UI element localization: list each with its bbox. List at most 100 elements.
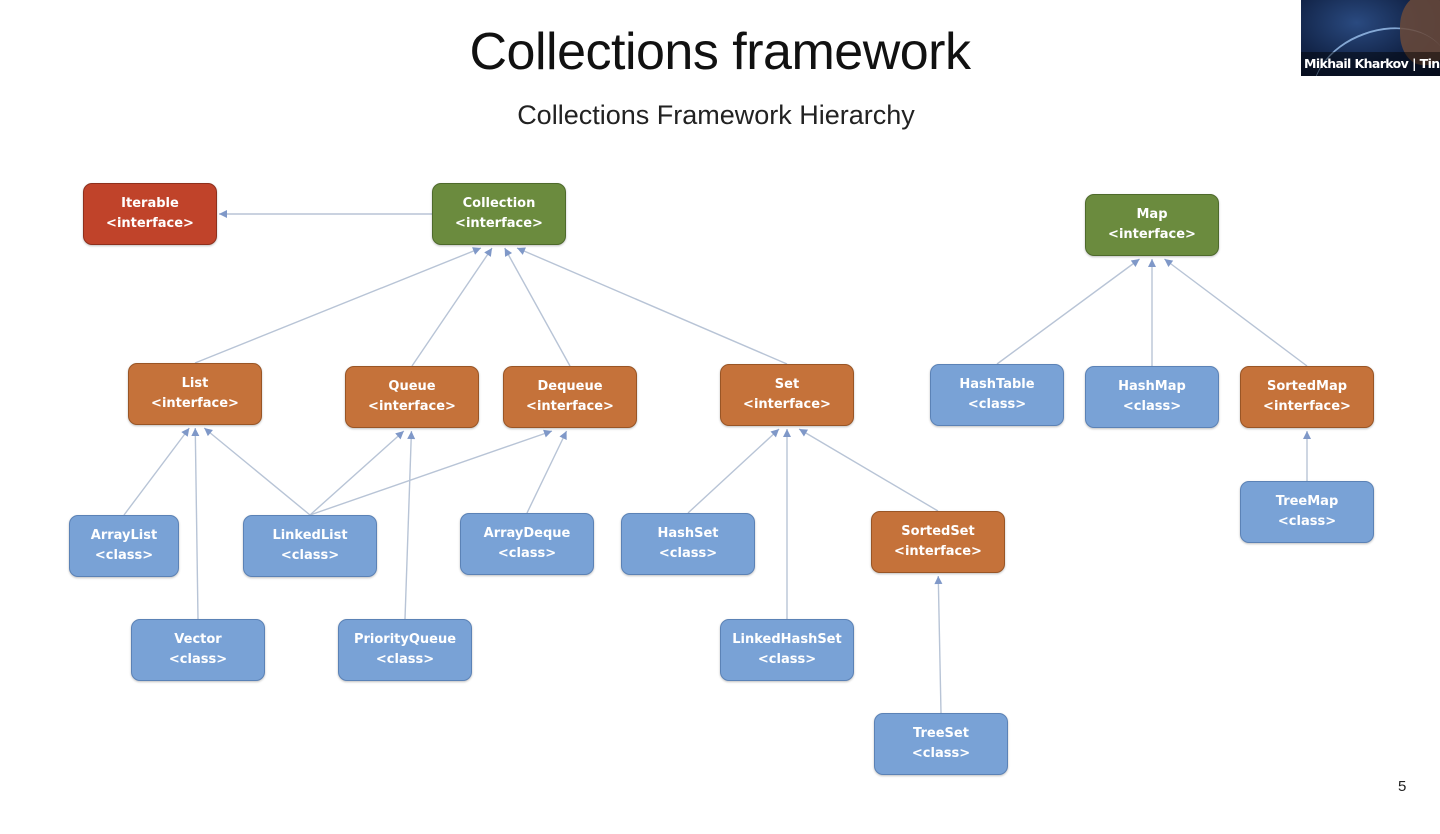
node-kind: <class> <box>757 652 817 667</box>
node-kind: <interface> <box>1263 399 1351 414</box>
arrowhead-icon <box>770 429 780 438</box>
slide-title: Collections framework <box>469 23 972 81</box>
edge-vector-to-list <box>194 427 199 620</box>
node-name: Map <box>1136 207 1168 222</box>
page-number: 5 <box>1398 778 1407 795</box>
edge-linkedlist-to-list <box>203 427 311 516</box>
arrowhead-icon <box>559 431 567 440</box>
node-name: TreeSet <box>913 726 969 741</box>
node-kind: <class> <box>967 397 1027 412</box>
arrowhead-icon <box>1303 431 1311 439</box>
node-name: HashMap <box>1118 379 1186 394</box>
node-name: Iterable <box>121 196 179 211</box>
node-kind: <interface> <box>151 396 239 411</box>
node-kind: <class> <box>94 548 154 563</box>
node-arraylist: ArrayList <class> <box>69 515 179 577</box>
arrowhead-icon <box>934 576 943 585</box>
edge-dequeue-to-collection <box>504 247 571 367</box>
node-list: List <interface> <box>128 363 262 425</box>
arrowhead-icon <box>219 210 227 218</box>
arrowhead-icon <box>517 247 526 255</box>
edge-queue-to-collection <box>411 247 493 367</box>
edge-hashtable-to-map <box>996 258 1141 365</box>
node-vector: Vector <class> <box>131 619 265 681</box>
node-sortedset: SortedSet <interface> <box>871 511 1005 573</box>
edge-list-to-collection <box>194 247 482 364</box>
arrowhead-icon <box>191 428 200 437</box>
edge-sortedmap-to-map <box>1163 258 1308 367</box>
node-name: List <box>181 376 209 391</box>
node-kind: <class> <box>658 546 718 561</box>
edge-arraylist-to-list <box>123 427 190 516</box>
edge-linkedlist-to-dequeue <box>309 430 553 516</box>
node-name: HashSet <box>657 526 719 541</box>
edge-hashset-to-set <box>687 428 780 514</box>
node-name: TreeMap <box>1275 494 1339 509</box>
arrowhead-icon <box>543 429 552 438</box>
edge-arraydeque-to-dequeue <box>526 430 568 514</box>
node-iterable: Iterable <interface> <box>83 183 217 245</box>
node-kind: <interface> <box>743 397 831 412</box>
node-kind: <interface> <box>526 399 614 414</box>
node-kind: <interface> <box>894 544 982 559</box>
node-name: ArrayList <box>90 528 158 543</box>
edge-set-to-collection <box>516 247 788 365</box>
node-linkedhashset: LinkedHashSet <class> <box>720 619 854 681</box>
participant-video-thumbnail[interactable]: Mikhail Kharkov | Tin... <box>1301 0 1440 76</box>
arrowhead-icon <box>407 431 416 440</box>
node-hashtable: HashTable <class> <box>930 364 1064 426</box>
node-kind: <class> <box>1122 399 1182 414</box>
node-name: Vector <box>174 632 222 647</box>
node-kind: <class> <box>375 652 435 667</box>
edge-linkedlist-to-queue <box>309 430 405 516</box>
arrowhead-icon <box>472 247 481 255</box>
participant-avatar <box>1400 0 1440 65</box>
node-name: LinkedList <box>272 528 348 543</box>
node-queue: Queue <interface> <box>345 366 479 428</box>
node-linkedlist: LinkedList <class> <box>243 515 377 577</box>
node-name: Set <box>774 377 800 392</box>
node-name: ArrayDeque <box>483 526 571 541</box>
node-name: Dequeue <box>537 379 603 394</box>
node-kind: <class> <box>280 548 340 563</box>
node-name: Queue <box>388 379 436 394</box>
arrowhead-icon <box>1130 259 1140 267</box>
edge-priorityqueue-to-queue <box>404 430 413 620</box>
node-priorityqueue: PriorityQueue <class> <box>338 619 472 681</box>
node-map: Map <interface> <box>1085 194 1219 256</box>
node-kind: <class> <box>168 652 228 667</box>
node-dequeue: Dequeue <interface> <box>503 366 637 428</box>
arrowhead-icon <box>181 428 190 437</box>
node-hashmap: HashMap <class> <box>1085 366 1219 428</box>
node-kind: <class> <box>497 546 557 561</box>
node-name: Collection <box>462 196 536 211</box>
edge-treeset-to-sortedset <box>937 575 942 714</box>
node-name: LinkedHashSet <box>732 632 842 647</box>
arrowhead-icon <box>1164 259 1174 268</box>
slide-subtitle: Collections Framework Hierarchy <box>517 100 915 130</box>
arrowhead-icon <box>204 428 213 437</box>
node-set: Set <interface> <box>720 364 854 426</box>
node-hashset: HashSet <class> <box>621 513 755 575</box>
arrowhead-icon <box>799 429 809 437</box>
arrowhead-icon <box>783 429 791 437</box>
arrowhead-icon <box>395 431 404 440</box>
node-kind: <class> <box>1277 514 1337 529</box>
node-kind: <interface> <box>1108 227 1196 242</box>
arrowhead-icon <box>484 248 493 257</box>
participant-label: Mikhail Kharkov | Tin... <box>1301 52 1440 76</box>
node-kind: <interface> <box>106 216 194 231</box>
node-sortedmap: SortedMap <interface> <box>1240 366 1374 428</box>
arrowhead-icon <box>1148 259 1156 267</box>
node-collection: Collection <interface> <box>432 183 566 245</box>
node-name: HashTable <box>959 377 1035 392</box>
node-treemap: TreeMap <class> <box>1240 481 1374 543</box>
node-name: PriorityQueue <box>353 632 457 647</box>
node-kind: <interface> <box>368 399 456 414</box>
node-kind: <interface> <box>455 216 543 231</box>
arrowhead-icon <box>504 248 513 257</box>
node-arraydeque: ArrayDeque <class> <box>460 513 594 575</box>
edge-sortedset-to-set <box>798 428 939 512</box>
node-name: SortedMap <box>1266 379 1348 394</box>
